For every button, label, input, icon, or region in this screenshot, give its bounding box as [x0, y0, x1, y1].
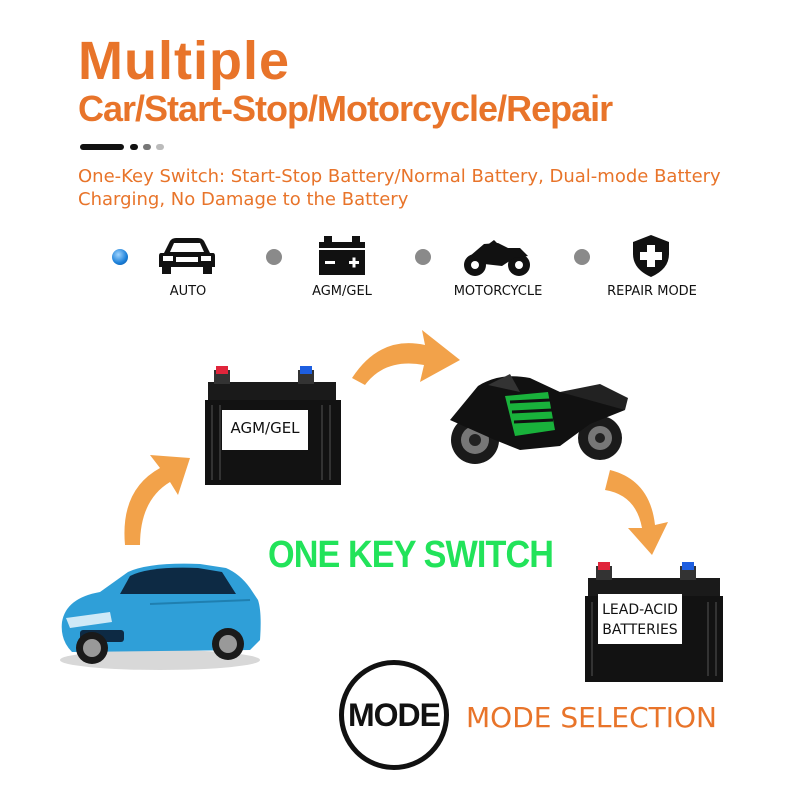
- description-text: One-Key Switch: Start-Stop Battery/Norma…: [78, 166, 721, 210]
- motorcycle-icon: [464, 240, 530, 276]
- battery-lead-acid-label: LEAD-ACID BATTERIES: [598, 600, 682, 640]
- battery-agm-gel-image: [205, 366, 341, 485]
- mode-indicator-repair: [574, 249, 590, 265]
- mode-selection-caption: MODE SELECTION: [466, 701, 718, 734]
- car-image: [60, 563, 261, 670]
- car-icon: [159, 238, 215, 274]
- arrow-car-to-agm: [124, 455, 190, 545]
- mode-label-motorcycle[interactable]: MOTORCYCLE: [453, 284, 543, 299]
- mode-label-repair[interactable]: REPAIR MODE: [607, 284, 697, 299]
- mode-button-label: MODE: [348, 696, 441, 733]
- page-subtitle-title: Car/Start-Stop/Motorcycle/Repair: [78, 88, 613, 129]
- mode-indicator-motorcycle: [415, 249, 431, 265]
- arrow-motorcycle-to-leadacid: [605, 470, 668, 555]
- battery-agm-gel-label: AGM/GEL: [230, 419, 300, 437]
- one-key-switch-text: ONE KEY SWITCH: [268, 534, 554, 576]
- mode-indicator-auto: [112, 249, 128, 265]
- battery-icon: [319, 236, 365, 275]
- battery-lead-acid-label-line1: LEAD-ACID: [602, 602, 678, 618]
- mode-indicator-agm-gel: [266, 249, 282, 265]
- page-title: Multiple: [78, 31, 290, 91]
- motorcycle-image: [450, 374, 628, 464]
- mode-label-auto[interactable]: AUTO: [169, 284, 207, 299]
- battery-lead-acid-image: [585, 562, 723, 682]
- repair-shield-icon: [633, 235, 669, 277]
- mode-button[interactable]: MODE: [339, 660, 449, 770]
- battery-lead-acid-label-line2: BATTERIES: [602, 622, 678, 638]
- arrow-agm-to-motorcycle: [352, 330, 460, 385]
- mode-label-agm-gel[interactable]: AGM/GEL: [312, 284, 372, 299]
